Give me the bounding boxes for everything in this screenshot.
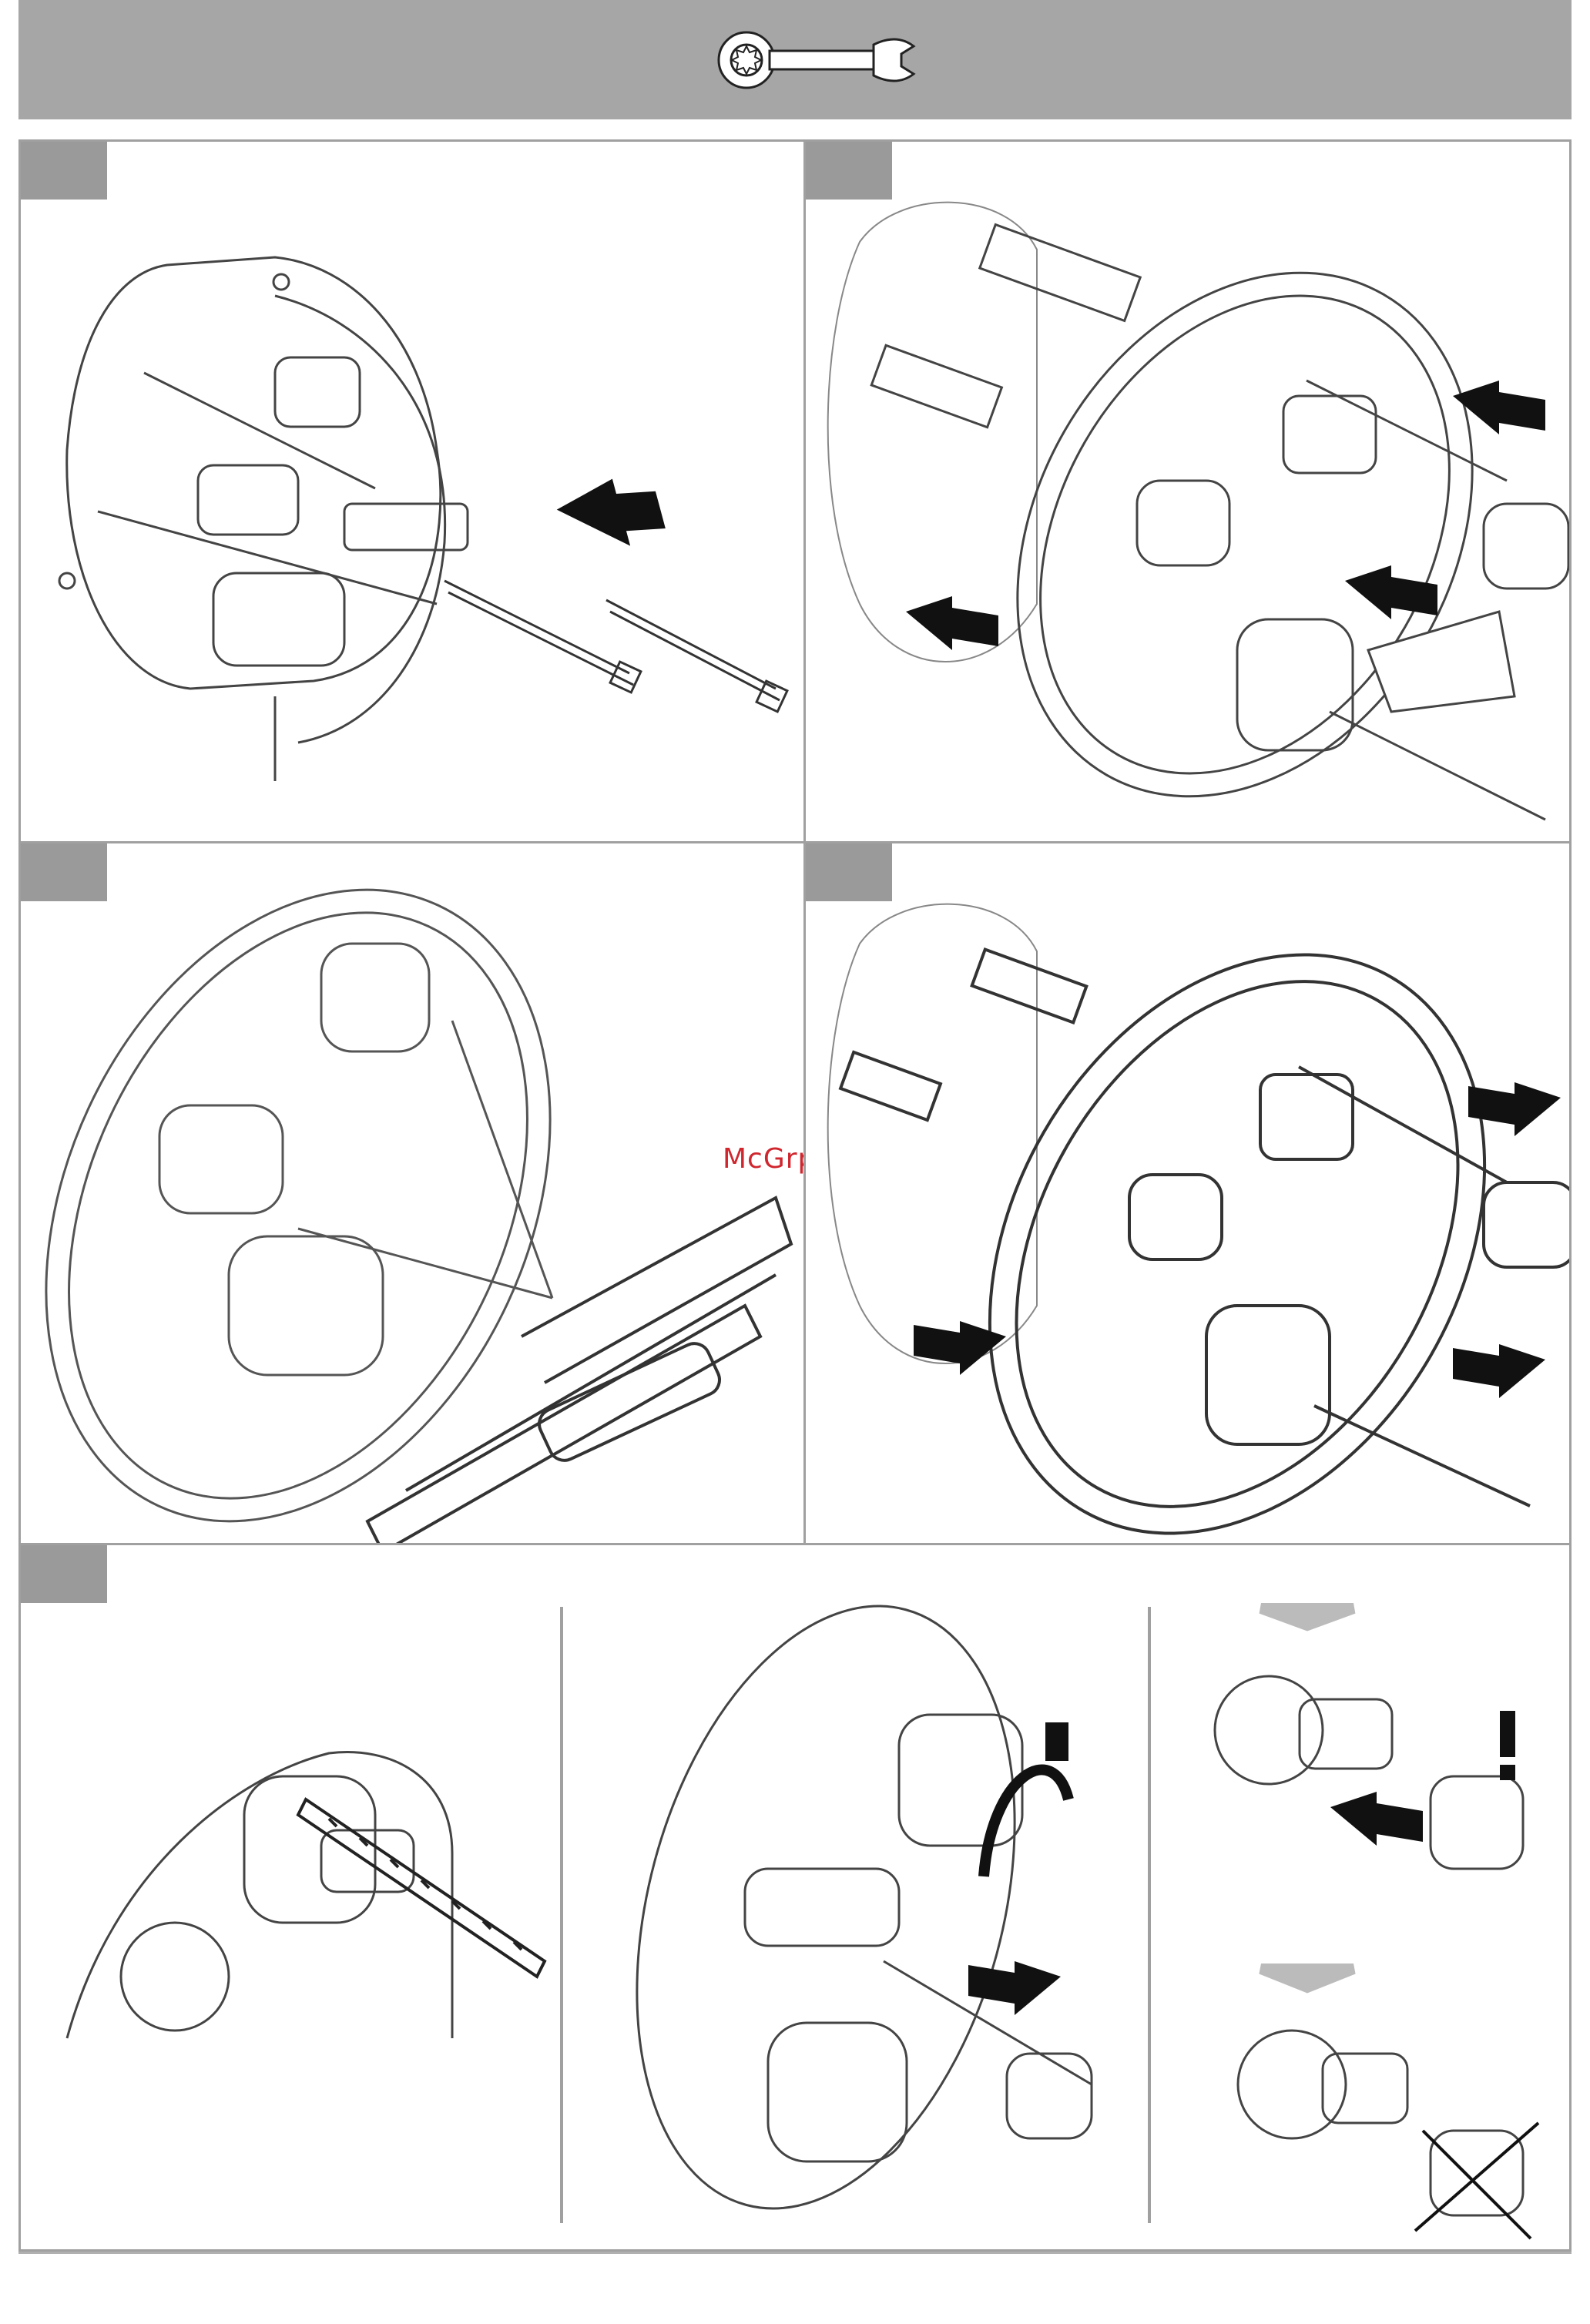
arrow-left-icon [1345, 565, 1437, 619]
page-bottom-rule [18, 2252, 1572, 2254]
step-5-panel [18, 1543, 1572, 2252]
arrow-right-icon [968, 1961, 1061, 2015]
arrow-left-icon [553, 469, 668, 562]
step-2-panel [803, 139, 1572, 844]
wrench-icon [712, 29, 928, 91]
step-1-panel [18, 139, 807, 844]
mounting-plate-illustration [806, 142, 1572, 844]
ruler-icon [298, 1799, 545, 1977]
header-bar [18, 0, 1572, 119]
arrow-right-icon [1453, 1344, 1545, 1398]
hacksaw-icon [367, 1198, 791, 1546]
rotate-icon [984, 1769, 1068, 1876]
sub-panel-divider [1148, 1607, 1151, 2223]
warning-icon [1500, 1711, 1515, 1780]
step-4-panel [803, 841, 1572, 1546]
plate-removal-illustration [806, 843, 1572, 1546]
arrow-left-icon [1453, 381, 1545, 434]
cutting-illustration [21, 843, 807, 1546]
step-3-panel [18, 841, 807, 1546]
valve-body-illustration [21, 142, 807, 844]
crossed-out-icon [1415, 2123, 1538, 2238]
arrow-left-icon [1330, 1792, 1423, 1846]
adjustment-illustration [21, 1545, 1572, 2252]
sub-panel-divider [560, 1607, 563, 2223]
arrow-left-icon [906, 596, 998, 650]
